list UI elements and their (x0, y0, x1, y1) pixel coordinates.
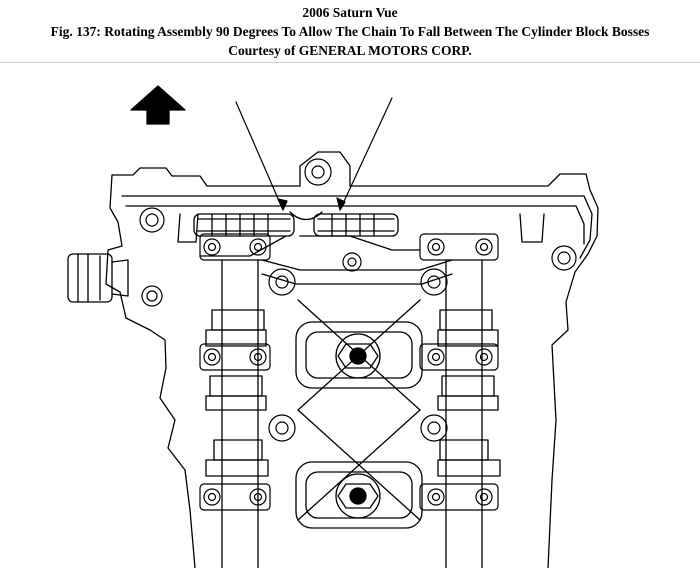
figure-caption: 2006 Saturn Vue Fig. 137: Rotating Assem… (0, 0, 700, 60)
bolt (203, 348, 221, 366)
left-camshaft (205, 259, 269, 568)
callout-lines (235, 97, 393, 211)
bolt (304, 158, 332, 186)
coolant-outlet-fitting (67, 253, 129, 303)
bolt (427, 238, 445, 256)
bolt (249, 348, 267, 366)
camshaft-bearing-caps (199, 233, 499, 511)
bolt (203, 488, 221, 506)
bolt (139, 207, 165, 233)
cylinder-head-outline (105, 151, 599, 568)
bolt (249, 238, 267, 256)
timing-chain-area (193, 211, 421, 257)
caption-figure-title: Fig. 137: Rotating Assembly 90 Degrees T… (50, 24, 650, 39)
bolt (203, 238, 221, 256)
bolt (268, 414, 296, 442)
caption-vehicle: 2006 Saturn Vue (302, 5, 398, 20)
spark-plug-nut-lower (335, 473, 381, 519)
bolt (475, 348, 493, 366)
bolt (551, 245, 577, 271)
bolt (268, 268, 296, 296)
caption-divider (0, 62, 700, 63)
bolt (249, 488, 267, 506)
bolt (420, 268, 448, 296)
bolt (141, 285, 163, 307)
bolt (420, 414, 448, 442)
bolt (475, 488, 493, 506)
bolt (475, 238, 493, 256)
bolt (427, 348, 445, 366)
bolts (139, 158, 577, 506)
spark-plug-nut-upper (335, 333, 381, 379)
up-arrow-icon (130, 85, 186, 125)
engine-diagram (0, 64, 700, 568)
bolt (427, 488, 445, 506)
caption-courtesy: Courtesy of GENERAL MOTORS CORP. (228, 43, 472, 58)
bolt (342, 252, 362, 272)
right-camshaft (437, 259, 501, 568)
